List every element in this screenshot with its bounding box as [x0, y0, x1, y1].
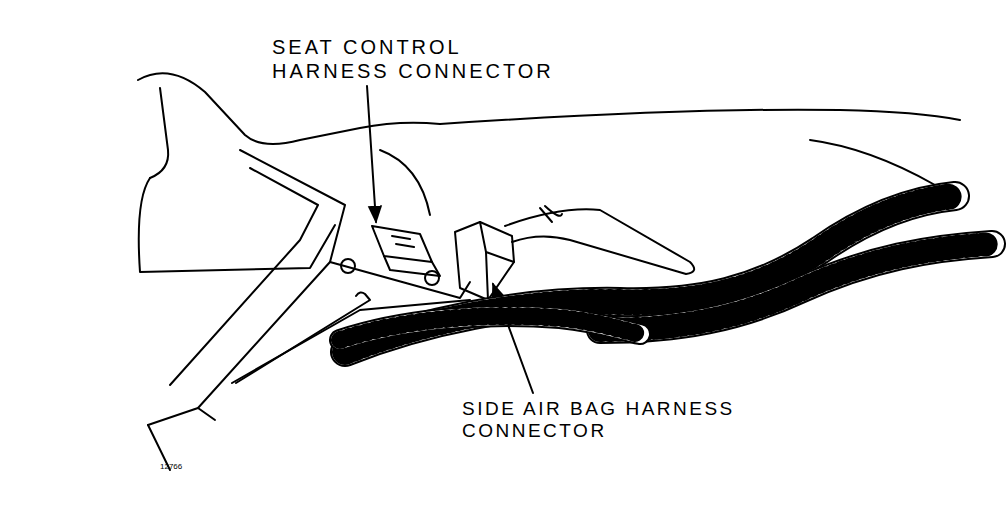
figure-number: 12766 [160, 462, 220, 471]
part-label: SIDE AIR BAG HARNESS CONNECTOR [462, 398, 747, 443]
part-label: SEAT CONTROL HARNESS CONNECTOR [272, 36, 572, 83]
